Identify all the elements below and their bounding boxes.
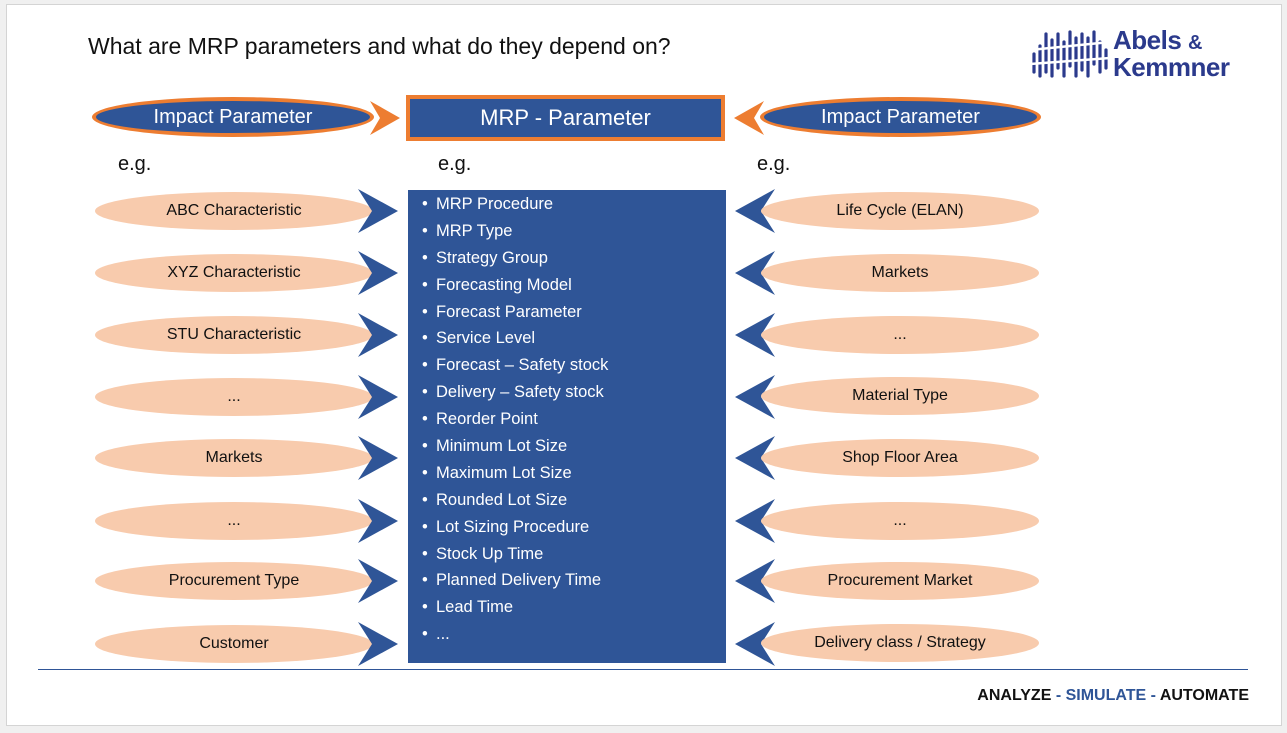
impact-parameter-right: Impact Parameter	[760, 97, 1041, 137]
chevron-left-icon	[735, 436, 775, 480]
right-item: Markets	[761, 254, 1039, 292]
chevron-left-icon	[735, 313, 775, 357]
right-item: Material Type	[761, 377, 1039, 415]
list-item: Delivery – Safety stock	[422, 383, 608, 410]
arrow-left-icon	[734, 101, 764, 135]
list-item: Maximum Lot Size	[422, 464, 608, 491]
left-item: ...	[95, 502, 373, 540]
list-item: MRP Type	[422, 222, 608, 249]
list-item: Stock Up Time	[422, 545, 608, 572]
left-item: STU Characteristic	[95, 316, 373, 354]
right-item: Life Cycle (ELAN)	[761, 192, 1039, 230]
list-item: Forecast – Safety stock	[422, 356, 608, 383]
list-item: Lead Time	[422, 598, 608, 625]
eg-label-right: e.g.	[757, 153, 791, 175]
eg-label-left: e.g.	[118, 153, 152, 175]
chevron-right-icon	[358, 622, 398, 666]
tagline: ANALYZE - SIMULATE - AUTOMATE	[977, 687, 1249, 704]
left-item: Customer	[95, 625, 373, 663]
chevron-left-icon	[735, 375, 775, 419]
right-item: ...	[761, 316, 1039, 354]
left-item: ABC Characteristic	[95, 192, 373, 230]
mrp-parameter-list-box: MRP Procedure MRP Type Strategy Group Fo…	[408, 190, 726, 663]
left-item: ...	[95, 378, 373, 416]
left-item: Procurement Type	[95, 562, 373, 600]
eg-label-center: e.g.	[438, 153, 472, 175]
chevron-left-icon	[735, 189, 775, 233]
list-item: Reorder Point	[422, 410, 608, 437]
arrow-right-icon	[370, 101, 400, 135]
right-item: Procurement Market	[761, 562, 1039, 600]
chevron-right-icon	[358, 189, 398, 233]
list-item: Service Level	[422, 329, 608, 356]
chevron-right-icon	[358, 313, 398, 357]
mrp-parameter-header: MRP - Parameter	[406, 95, 725, 141]
footer-divider	[38, 669, 1248, 670]
chevron-left-icon	[735, 622, 775, 666]
left-item: XYZ Characteristic	[95, 254, 373, 292]
chevron-right-icon	[358, 251, 398, 295]
chevron-right-icon	[358, 499, 398, 543]
chevron-right-icon	[358, 375, 398, 419]
chevron-left-icon	[735, 251, 775, 295]
list-item: Forecast Parameter	[422, 303, 608, 330]
chevron-right-icon	[358, 436, 398, 480]
chevron-right-icon	[358, 559, 398, 603]
list-item: Lot Sizing Procedure	[422, 518, 608, 545]
list-item: Strategy Group	[422, 249, 608, 276]
abels-kemmner-logo-icon	[1030, 30, 1111, 78]
list-item: ...	[422, 625, 608, 652]
mrp-parameter-list: MRP Procedure MRP Type Strategy Group Fo…	[422, 195, 608, 652]
impact-parameter-left: Impact Parameter	[92, 97, 374, 137]
left-item: Markets	[95, 439, 373, 477]
list-item: Planned Delivery Time	[422, 571, 608, 598]
chevron-left-icon	[735, 559, 775, 603]
list-item: MRP Procedure	[422, 195, 608, 222]
right-item: ...	[761, 502, 1039, 540]
list-item: Rounded Lot Size	[422, 491, 608, 518]
logo-wordmark: Abels & Kemmner	[1113, 25, 1230, 82]
page-title: What are MRP parameters and what do they…	[88, 33, 671, 59]
right-item: Shop Floor Area	[761, 439, 1039, 477]
list-item: Minimum Lot Size	[422, 437, 608, 464]
right-item: Delivery class / Strategy	[761, 624, 1039, 662]
list-item: Forecasting Model	[422, 276, 608, 303]
chevron-left-icon	[735, 499, 775, 543]
